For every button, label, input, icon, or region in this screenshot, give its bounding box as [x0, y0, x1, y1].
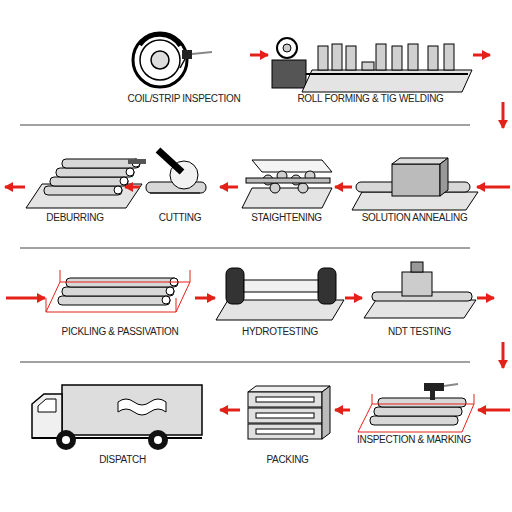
flow-arrow: [335, 410, 350, 411]
straightening-icon: [242, 160, 332, 208]
process-step: DISPATCH: [25, 378, 220, 466]
flow-arrow: [195, 298, 215, 299]
flow-arrow: [125, 187, 140, 188]
flow-arrow: [335, 187, 352, 188]
flow-arrow: [5, 187, 45, 298]
packing-icon: [248, 386, 330, 439]
step-label: DISPATCH: [25, 454, 220, 466]
step-label: PACKING: [240, 454, 335, 466]
step-label: SOLUTION ANNEALING: [352, 212, 477, 224]
flow-arrow-segment: [477, 297, 494, 300]
marking-icon: [358, 383, 474, 432]
cutting-icon: [146, 150, 206, 193]
process-step: PICKLING & PASSIVATION: [45, 262, 195, 338]
process-step: SOLUTION ANNEALING: [352, 150, 477, 224]
process-step: DEBURRING: [25, 150, 125, 224]
step-label: NDT TESTING: [362, 326, 477, 338]
step-label: ROLL FORMING & TIG WELDING: [268, 93, 473, 105]
flow-arrow-segment: [335, 409, 350, 412]
flow-arrow-segment: [477, 186, 510, 189]
flow-arrow-segment: [250, 54, 268, 57]
flow-arrow-segment: [6, 297, 45, 300]
flow-arrow-segment: [345, 297, 362, 300]
flow-arrow: [220, 187, 238, 188]
flow-arrow: [473, 55, 510, 187]
step-label: DEBURRING: [25, 212, 125, 224]
roll-forming-icon: [272, 38, 472, 92]
process-step: ROLL FORMING & TIG WELDING: [268, 30, 473, 105]
flow-arrow-segment: [473, 54, 490, 57]
flow-arrow: [345, 298, 362, 299]
flow-arrow-segment: [502, 342, 505, 368]
flow-arrow-segment: [5, 186, 25, 189]
flow-arrow-segment: [195, 297, 215, 300]
step-label: INSPECTION & MARKING: [350, 434, 478, 446]
deburring-icon: [26, 159, 146, 208]
truck-icon: [32, 385, 202, 450]
step-label: PICKLING & PASSIVATION: [45, 326, 195, 338]
hydrotest-icon: [216, 268, 344, 320]
process-step: COIL/STRIP INSPECTION: [118, 30, 250, 105]
flow-arrow: [477, 298, 510, 410]
annealing-icon: [352, 158, 478, 210]
process-step: STAIGHTENING: [238, 150, 335, 224]
process-step: HYDROTESTING: [215, 262, 345, 338]
flow-arrow: [220, 410, 240, 411]
flow-arrow-segment: [125, 186, 140, 189]
pickling-icon: [46, 270, 190, 312]
flow-arrow-segment: [335, 186, 352, 189]
step-label: COIL/STRIP INSPECTION: [118, 93, 250, 105]
process-step: PACKING: [240, 380, 335, 466]
coil-icon: [133, 33, 212, 87]
flow-arrow-segment: [220, 186, 238, 189]
flow-arrow: [250, 55, 268, 56]
flow-arrow-segment: [502, 102, 505, 128]
step-label: HYDROTESTING: [215, 326, 345, 338]
step-label: STAIGHTENING: [238, 212, 335, 224]
flow-arrow-segment: [478, 409, 510, 412]
ndt-icon: [364, 262, 476, 318]
step-label: CUTTING: [140, 212, 220, 224]
process-step: INSPECTION & MARKING: [350, 378, 478, 446]
process-step: NDT TESTING: [362, 262, 477, 338]
flow-arrow-segment: [220, 409, 240, 412]
process-step: CUTTING: [140, 150, 220, 224]
